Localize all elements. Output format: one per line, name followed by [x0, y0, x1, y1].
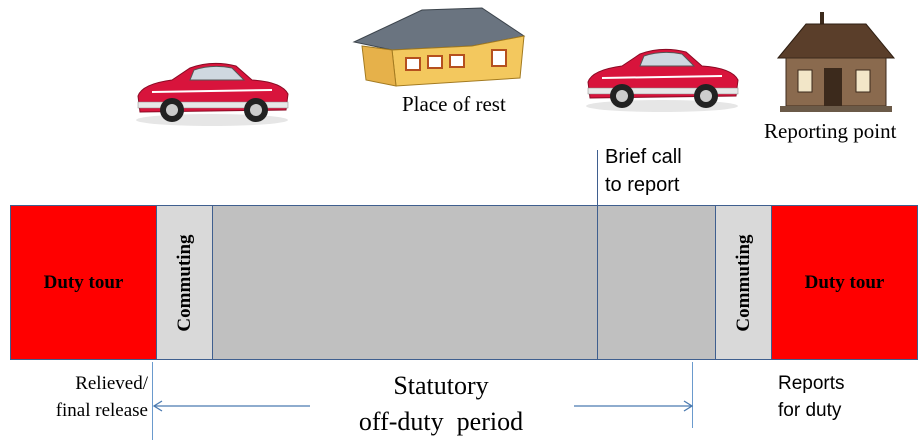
duty-tour-left-label: Duty tour [43, 271, 124, 293]
commuting-left: Commuting [156, 205, 213, 360]
duty-tour-left: Duty tour [10, 205, 157, 360]
commuting-left-label: Commuting [173, 233, 195, 332]
brief-call-marker [597, 150, 598, 206]
off-duty-period-bar [212, 205, 598, 360]
relieved-line-2: final release [55, 400, 148, 421]
statutory-line-2: off-duty period [358, 407, 524, 436]
statutory-label: Statutory off-duty period [310, 368, 572, 440]
car-icon-left [136, 62, 289, 126]
relieved-label: Relieved/ final release [34, 370, 148, 424]
statutory-line-1: Statutory [393, 371, 489, 400]
reports-line-1: Reports [778, 373, 845, 394]
place-of-rest-label: Place of rest [402, 92, 506, 116]
period-start-marker [152, 362, 153, 440]
period-arrow-right [574, 400, 694, 412]
commuting-right-label: Commuting [732, 233, 754, 332]
brief-call-label: Brief call to report [605, 143, 682, 199]
pre-report-segment [597, 205, 716, 360]
brief-call-line-1: Brief call [605, 146, 682, 168]
commuting-right: Commuting [715, 205, 772, 360]
duty-tour-right: Duty tour [771, 205, 918, 360]
house-icon [352, 7, 526, 87]
duty-tour-right-label: Duty tour [804, 271, 885, 293]
station-building-icon [776, 12, 896, 112]
reporting-point-label: Reporting point [764, 119, 897, 143]
period-arrow-left [152, 400, 310, 412]
period-end-marker [692, 362, 693, 428]
reports-label: Reports for duty [778, 370, 845, 424]
reports-line-2: for duty [778, 400, 842, 421]
brief-call-line-2: to report [605, 174, 680, 196]
relieved-line-1: Relieved/ [75, 373, 148, 394]
car-icon-right [586, 48, 739, 112]
